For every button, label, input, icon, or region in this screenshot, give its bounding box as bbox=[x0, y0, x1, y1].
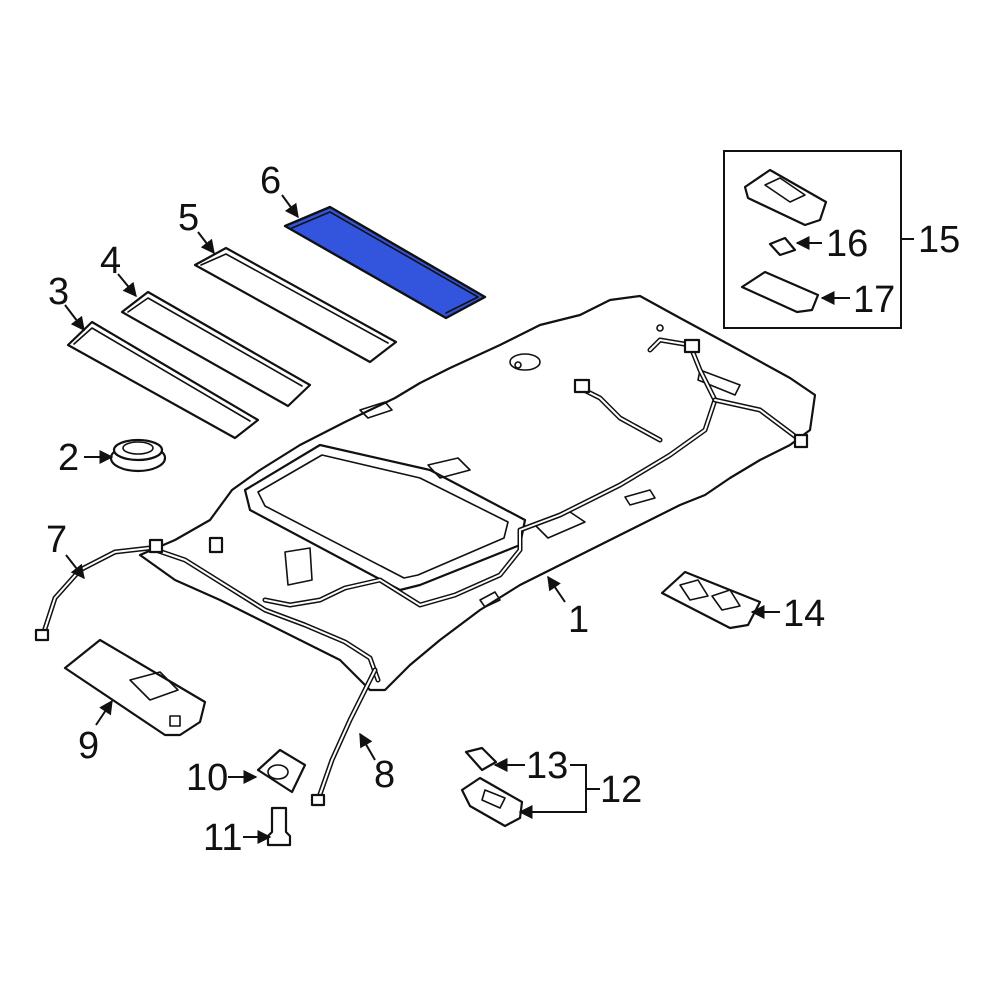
callout-15: 15 bbox=[918, 219, 960, 261]
callout-8: 8 bbox=[374, 754, 395, 796]
panel-5 bbox=[193, 246, 398, 364]
panel-5-edge bbox=[200, 253, 389, 344]
sun-visor-part bbox=[63, 638, 207, 737]
lens-part-17 bbox=[740, 270, 820, 314]
callout-4: 4 bbox=[100, 240, 121, 282]
callout-1: 1 bbox=[568, 599, 589, 641]
lamp-assembly-part bbox=[460, 776, 524, 828]
callout-13: 13 bbox=[526, 745, 568, 787]
screw-part bbox=[266, 806, 292, 847]
callout-9: 9 bbox=[78, 725, 99, 767]
map-lamp-part bbox=[743, 168, 828, 227]
bulb-part-13 bbox=[464, 746, 498, 772]
panel-3-edge bbox=[73, 327, 251, 422]
leader-lines bbox=[64, 194, 914, 844]
panel-4-edge bbox=[127, 297, 303, 387]
bulb-part-16 bbox=[768, 236, 797, 257]
callout-17: 17 bbox=[853, 279, 895, 321]
callout-7: 7 bbox=[46, 519, 67, 561]
sunroof-panel-edge bbox=[291, 211, 479, 314]
speaker-ring-part bbox=[109, 438, 167, 473]
callout-5: 5 bbox=[178, 197, 199, 239]
callout-3: 3 bbox=[48, 271, 69, 313]
dome-lamp-part bbox=[660, 570, 762, 630]
callout-14: 14 bbox=[783, 593, 825, 635]
sunroof-panel-highlighted bbox=[283, 205, 487, 320]
panel-4 bbox=[120, 290, 312, 408]
headliner-part bbox=[138, 294, 817, 692]
callout-2: 2 bbox=[58, 437, 79, 479]
callout-11: 11 bbox=[203, 817, 242, 859]
visor-bracket-part bbox=[256, 748, 307, 794]
callout-10: 10 bbox=[186, 757, 228, 799]
callout-12: 12 bbox=[600, 769, 642, 811]
callout-6: 6 bbox=[260, 160, 281, 202]
side-wire-harness bbox=[310, 667, 378, 807]
roof-wire-harness bbox=[262, 337, 809, 608]
callout-16: 16 bbox=[826, 223, 868, 265]
